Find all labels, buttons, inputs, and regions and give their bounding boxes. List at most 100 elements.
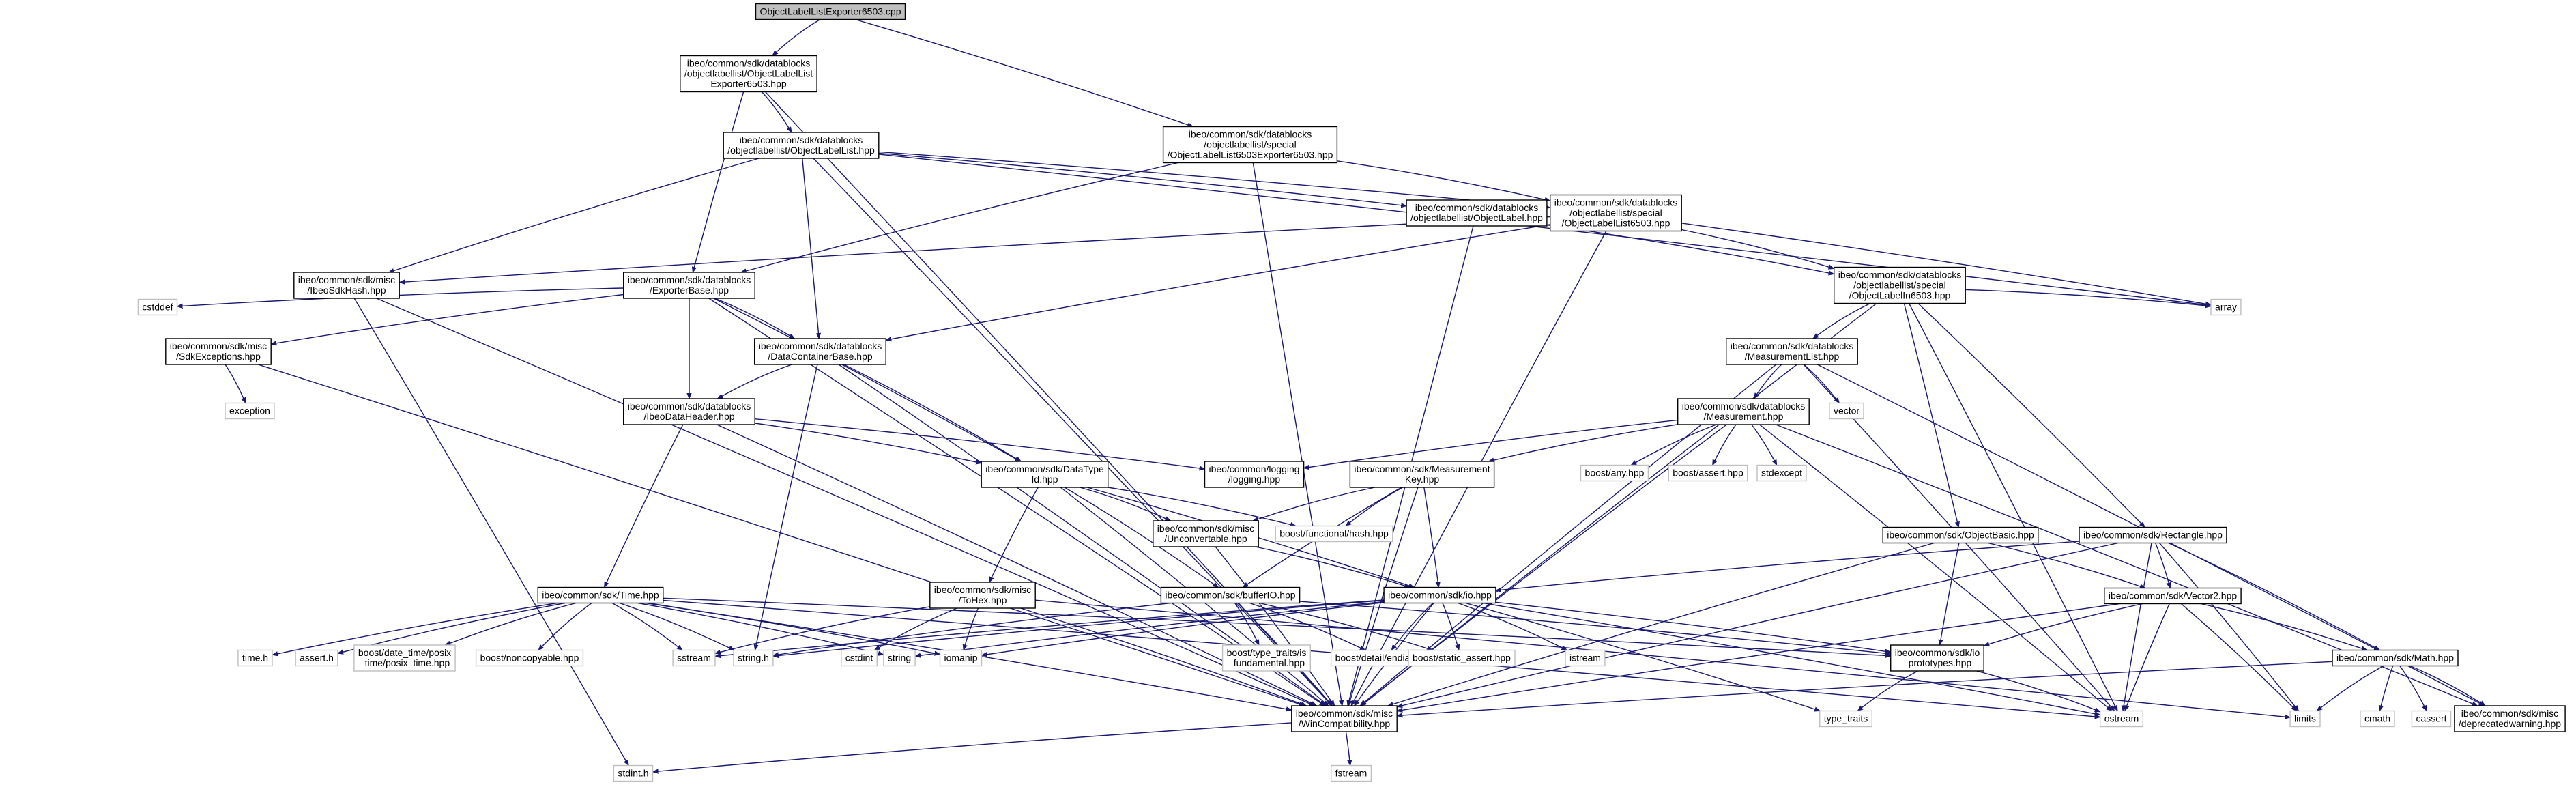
node-box <box>1153 520 1259 547</box>
node-box <box>2332 649 2459 667</box>
include-edge-n46-to-n50 <box>1976 670 2100 713</box>
node-box <box>680 55 817 93</box>
node-label-line: iomanip <box>944 653 977 663</box>
node-label-line: ibeo/common/sdk/misc <box>2461 708 2558 719</box>
node-box <box>623 272 755 299</box>
include-edge-n17-to-n21 <box>1631 424 1717 466</box>
file-node-ibeo-common-sdk-datablocks-objectlabellist-special-objectlabelin6503-hpp[interactable]: ibeo/common/sdk/datablocks/objectlabelli… <box>1833 266 1966 304</box>
include-edge-n17-to-n18 <box>1304 419 1678 468</box>
include-edge-n31-to-n50 <box>1483 602 2100 715</box>
include-edge-n47-to-n52 <box>2379 666 2394 711</box>
file-node-ibeo-common-sdk-misc-unconvertable-hpp[interactable]: ibeo/common/sdk/misc/Unconvertable.hpp <box>1153 520 1259 547</box>
file-node-ibeo-common-sdk-datablocks-ibeodataheader-hpp[interactable]: ibeo/common/sdk/datablocks/IbeoDataHeade… <box>623 398 755 425</box>
include-edge-n28-to-n36 <box>538 602 592 650</box>
node-label-line: fstream <box>1335 768 1367 779</box>
include-edge-n1-to-n7 <box>693 91 744 273</box>
node-label-line: time.h <box>242 653 268 663</box>
node-box <box>1160 586 1301 604</box>
file-node-ibeo-common-sdk-datablocks-measurementlist-hpp[interactable]: ibeo/common/sdk/datablocks/MeasurementLi… <box>1725 338 1858 365</box>
file-node-ibeo-common-sdk-misc-sdkexceptions-hpp[interactable]: ibeo/common/sdk/misc/SdkExceptions.hpp <box>165 338 272 365</box>
include-edge-n19-to-n30 <box>1064 487 1218 588</box>
node-box <box>1833 266 1966 304</box>
file-node-ibeo-common-sdk-bufferio-hpp[interactable]: ibeo/common/sdk/bufferIO.hpp <box>1160 586 1301 604</box>
include-edge-n8-to-n50 <box>1908 303 2118 711</box>
include-edge-n28-to-n38 <box>619 602 734 651</box>
file-node-ibeo-common-sdk-io-hpp[interactable]: ibeo/common/sdk/io.hpp <box>1383 586 1496 604</box>
include-edge-n26-to-n32 <box>1988 542 2145 588</box>
node-label-line: boost/noncopyable.hpp <box>480 653 579 663</box>
include-edge-n31-to-n40 <box>982 602 1385 655</box>
node-box <box>1829 402 1864 420</box>
node-box <box>755 3 906 20</box>
node-label-line: boost/functional/hash.hpp <box>1279 528 1389 539</box>
node-label-line: ibeo/common/logging <box>1209 463 1299 474</box>
node-label-line: sstream <box>677 653 711 663</box>
include-edge-n13-to-n14 <box>1804 364 1840 403</box>
node-box <box>981 461 1109 488</box>
node-label-line: _time/posix_time.hpp <box>359 657 450 668</box>
include-edge-n31-to-n49 <box>1465 602 1820 711</box>
file-node-ibeo-common-sdk-misc-wincompatibility-hpp[interactable]: ibeo/common/sdk/misc/WinCompatibility.hp… <box>1291 705 1398 732</box>
include-edge-n31-to-n45 <box>1458 602 1567 651</box>
file-node-objectlabellistexporter6503-cpp[interactable]: ObjectLabelListExporter6503.cpp <box>755 3 906 20</box>
include-edge-n28-to-n46 <box>663 597 1891 656</box>
node-box <box>1408 649 1516 667</box>
node-label-line: /ExporterBase.hpp <box>650 285 729 296</box>
node-label-line: ibeo/common/sdk/datablocks <box>1189 129 1312 140</box>
node-label-line: array <box>2215 302 2237 313</box>
node-label-line: ibeo/common/sdk/datablocks <box>628 401 751 412</box>
node-box <box>2454 705 2566 732</box>
system-header-node-cmath: cmath <box>2360 710 2395 728</box>
file-node-ibeo-common-sdk-datablocks-objectlabellist-objectlabel-hpp[interactable]: ibeo/common/sdk/datablocks/objectlabelli… <box>1406 199 1548 227</box>
node-box <box>1882 526 2039 544</box>
node-label-line: /MeasurementList.hpp <box>1745 351 1840 362</box>
node-label-line: ibeo/common/sdk/datablocks <box>740 134 863 145</box>
file-node-ibeo-common-sdk-datablocks-objectlabellist-special-objectlabellist6503-hpp[interactable]: ibeo/common/sdk/datablocks/objectlabelli… <box>1549 194 1682 232</box>
file-node-ibeo-common-sdk-datablocks-objectlabellist-objectlabellistexporter6503-hpp[interactable]: ibeo/common/sdk/datablocks/objectlabelli… <box>680 55 817 93</box>
node-label-line: boost/type_traits/is <box>1227 647 1307 658</box>
node-box <box>753 338 886 365</box>
file-node-ibeo-common-sdk-misc-ibeosdkhash-hpp[interactable]: ibeo/common/sdk/misc/IbeoSdkHash.hpp <box>293 272 400 299</box>
include-edge-n27-to-n48 <box>1397 542 2119 707</box>
node-label-line: Id.hpp <box>1032 474 1058 485</box>
include-edge-n3-to-n6 <box>389 158 759 272</box>
node-box <box>2099 710 2143 728</box>
file-node-ibeo-common-sdk-io-prototypes-hpp[interactable]: ibeo/common/sdk/io_prototypes.hpp <box>1890 644 1984 672</box>
file-node-ibeo-common-sdk-vector2-hpp[interactable]: ibeo/common/sdk/Vector2.hpp <box>2104 587 2242 605</box>
include-edge-n46-to-n49 <box>1857 670 1918 711</box>
file-node-ibeo-common-sdk-math-hpp[interactable]: ibeo/common/sdk/Math.hpp <box>2332 649 2459 667</box>
file-node-ibeo-common-sdk-datablocks-objectlabellist-special-objectlabellist6503exporter6503-hpp[interactable]: ibeo/common/sdk/datablocks/objectlabelli… <box>1162 126 1338 164</box>
include-edge-n31-to-n38 <box>773 599 1385 657</box>
system-header-node-limits: limits <box>2289 710 2321 728</box>
node-label-line: istream <box>1569 653 1601 663</box>
file-node-ibeo-common-sdk-misc-tohex-hpp[interactable]: ibeo/common/sdk/misc/ToHex.hpp <box>929 582 1036 609</box>
node-box <box>1677 398 1810 425</box>
file-node-ibeo-common-sdk-datablocks-measurement-hpp[interactable]: ibeo/common/sdk/datablocks/Measurement.h… <box>1677 398 1810 425</box>
include-edge-n1-to-n3 <box>761 91 792 133</box>
node-box <box>2360 710 2395 728</box>
file-node-ibeo-common-sdk-misc-deprecatedwarning-hpp[interactable]: ibeo/common/sdk/misc/deprecatedwarning.h… <box>2454 705 2566 732</box>
file-node-ibeo-common-sdk-datablocks-objectlabellist-objectlabellist-hpp[interactable]: ibeo/common/sdk/datablocks/objectlabelli… <box>723 132 880 159</box>
system-header-node-boost-noncopyable-hpp: boost/noncopyable.hpp <box>475 649 584 667</box>
include-edge-n32-to-n46 <box>1984 603 2143 646</box>
file-node-ibeo-common-sdk-rectangle-hpp[interactable]: ibeo/common/sdk/Rectangle.hpp <box>2079 526 2227 544</box>
include-edge-n20-to-n31 <box>1423 487 1439 588</box>
file-node-ibeo-common-sdk-datablocks-exporterbase-hpp[interactable]: ibeo/common/sdk/datablocks/ExporterBase.… <box>623 272 755 299</box>
file-node-ibeo-common-sdk-time-hpp[interactable]: ibeo/common/sdk/Time.hpp <box>537 586 664 604</box>
file-node-ibeo-common-sdk-objectbasic-hpp[interactable]: ibeo/common/sdk/ObjectBasic.hpp <box>1882 526 2039 544</box>
file-node-ibeo-common-sdk-datablocks-datacontainerbase-hpp[interactable]: ibeo/common/sdk/datablocks/DataContainer… <box>753 338 886 365</box>
include-edge-n32-to-n51 <box>2180 603 2296 711</box>
include-edge-n11-to-n48 <box>258 364 1304 706</box>
node-label-line: ostream <box>2104 713 2139 724</box>
node-box <box>237 649 273 667</box>
node-box <box>1549 194 1682 232</box>
node-label-line: /ObjectLabelList6503.hpp <box>1562 218 1670 229</box>
node-label-line: /deprecatedwarning.hpp <box>2459 718 2561 729</box>
include-edge-n12-to-n38 <box>755 364 818 650</box>
file-node-ibeo-common-logging-logging-hpp[interactable]: ibeo/common/logging/logging.hpp <box>1204 461 1305 488</box>
system-header-node-time-h: time.h <box>237 649 273 667</box>
include-edge-n19-to-n29 <box>989 487 1039 582</box>
node-label-line: /WinCompatibility.hpp <box>1299 718 1391 729</box>
